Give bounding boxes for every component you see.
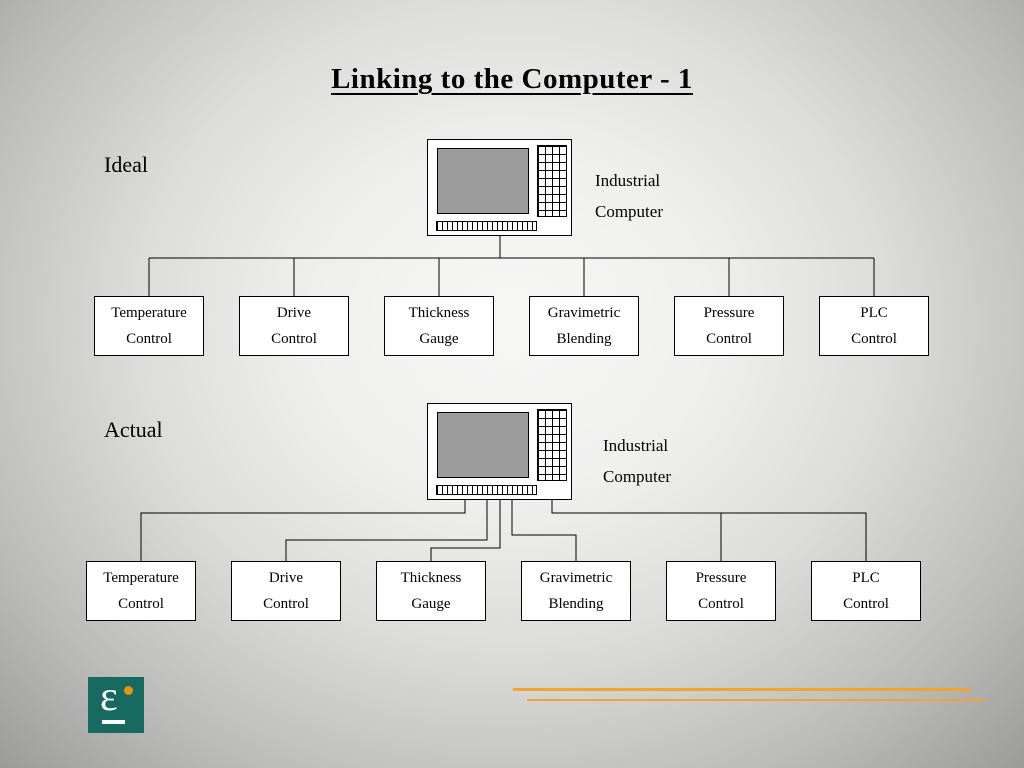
node-label-line2: Blending <box>556 330 612 347</box>
node-label-line1: Temperature <box>111 304 187 321</box>
computer-grid-panel <box>537 145 567 217</box>
node-thickness-gauge: Thickness Gauge <box>384 296 494 356</box>
node-label-line2: Gauge <box>419 330 459 347</box>
node-pressure-control: Pressure Control <box>674 296 784 356</box>
node-label-line2: Control <box>126 330 172 347</box>
node-plc-control: PLC Control <box>811 561 921 621</box>
ideal-connectors <box>148 236 875 296</box>
node-label-line1: Pressure <box>703 304 755 321</box>
node-gravimetric-blending: Gravimetric Blending <box>529 296 639 356</box>
industrial-computer-icon <box>427 139 572 236</box>
node-label-line1: Drive <box>268 569 304 586</box>
computer-grid-panel <box>537 409 567 481</box>
node-label-line1: Gravimetric <box>547 304 621 321</box>
actual-connectors <box>140 500 867 561</box>
node-label-line2: Control <box>118 595 164 612</box>
computer-caption: Industrial Computer <box>603 430 671 492</box>
node-drive-control: Drive Control <box>231 561 341 621</box>
node-label-line2: Control <box>698 595 744 612</box>
node-label-line1: Thickness <box>400 569 462 586</box>
industrial-computer-icon <box>427 403 572 500</box>
accent-line-top <box>513 688 971 691</box>
node-drive-control: Drive Control <box>239 296 349 356</box>
node-label-line1: Thickness <box>408 304 470 321</box>
node-label-line1: Gravimetric <box>539 569 613 586</box>
node-label-line1: PLC <box>860 304 888 321</box>
epsilon-logo: ε <box>88 674 144 733</box>
section-label-ideal: Ideal <box>104 152 148 177</box>
node-label-line2: Control <box>706 330 752 347</box>
logo-underline <box>102 720 125 724</box>
node-temperature-control: Temperature Control <box>94 296 204 356</box>
computer-keyboard-strip <box>436 221 537 231</box>
computer-screen <box>437 412 529 478</box>
epsilon-glyph: ε <box>100 674 118 720</box>
node-gravimetric-blending: Gravimetric Blending <box>521 561 631 621</box>
node-label-line1: PLC <box>852 569 880 586</box>
computer-keyboard-strip <box>436 485 537 495</box>
computer-caption: Industrial Computer <box>595 165 663 227</box>
node-label-line2: Control <box>851 330 897 347</box>
caption-line1: Industrial <box>595 171 661 190</box>
computer-screen <box>437 148 529 214</box>
accent-line-bottom <box>527 699 986 701</box>
logo-orange-dot-icon <box>124 686 133 695</box>
node-label-line1: Pressure <box>695 569 747 586</box>
node-pressure-control: Pressure Control <box>666 561 776 621</box>
node-label-line2: Blending <box>548 595 604 612</box>
caption-line1: Industrial <box>603 436 669 455</box>
caption-line2: Computer <box>595 202 663 221</box>
node-temperature-control: Temperature Control <box>86 561 196 621</box>
node-label-line2: Control <box>843 595 889 612</box>
node-plc-control: PLC Control <box>819 296 929 356</box>
caption-line2: Computer <box>603 467 671 486</box>
node-label-line2: Control <box>271 330 317 347</box>
slide-title: Linking to the Computer - 1 <box>331 63 693 95</box>
node-label-line1: Drive <box>276 304 312 321</box>
node-label-line2: Control <box>263 595 309 612</box>
node-thickness-gauge: Thickness Gauge <box>376 561 486 621</box>
node-label-line1: Temperature <box>103 569 179 586</box>
section-label-actual: Actual <box>104 417 163 442</box>
node-label-line2: Gauge <box>411 595 451 612</box>
